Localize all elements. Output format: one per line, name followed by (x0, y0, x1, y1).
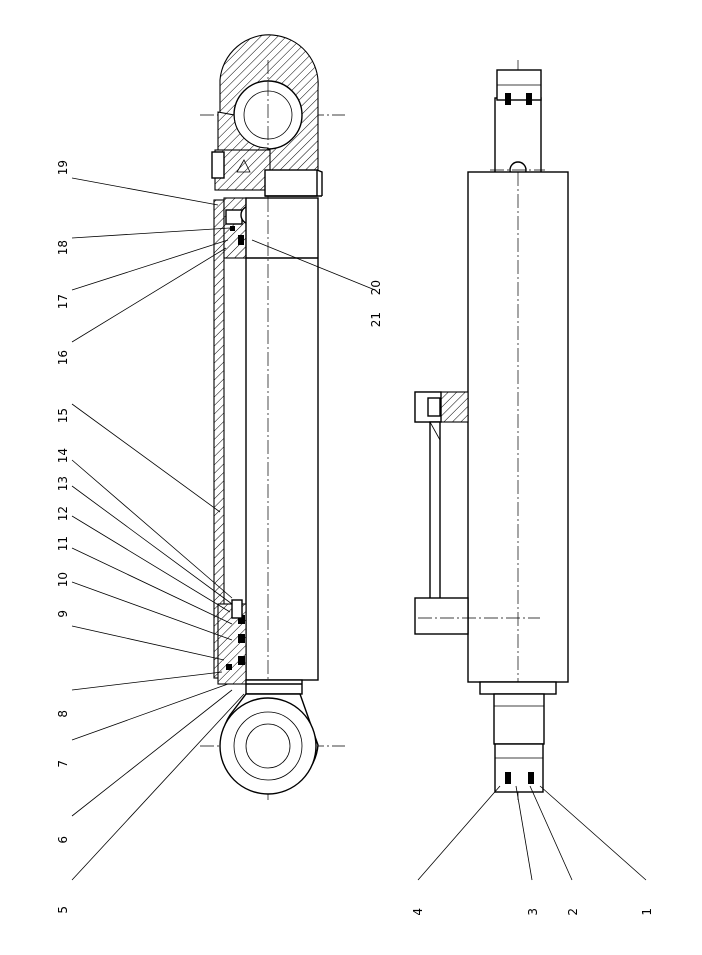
label-2: 2 (566, 908, 580, 916)
label-12: 12 (56, 506, 70, 521)
label-16: 16 (56, 350, 70, 365)
label-8: 8 (56, 710, 70, 718)
external-view (414, 60, 569, 800)
label-10: 10 (56, 572, 70, 587)
label-13: 13 (56, 476, 70, 491)
label-15: 15 (56, 408, 70, 423)
leader-lines (71, 177, 647, 881)
label-6: 6 (56, 836, 70, 844)
label-11: 11 (56, 536, 70, 551)
label-20: 20 (369, 280, 383, 295)
gland-assembly (217, 599, 247, 685)
label-7: 7 (56, 760, 70, 768)
cap-end (211, 149, 323, 197)
part-labels: 19 18 17 16 15 14 13 12 11 10 9 8 7 6 5 … (56, 160, 654, 916)
rod-external (493, 693, 545, 745)
label-4: 4 (411, 908, 425, 916)
rod-collar-external (479, 681, 557, 695)
label-17: 17 (56, 294, 70, 309)
label-19: 19 (56, 160, 70, 175)
bottom-rod-eye (219, 693, 319, 795)
side-bracket (414, 391, 540, 635)
label-3: 3 (526, 908, 540, 916)
label-21: 21 (369, 312, 383, 327)
section-view (200, 34, 345, 800)
label-18: 18 (56, 240, 70, 255)
rod-end (245, 679, 303, 695)
bottom-eye-external (494, 743, 544, 793)
label-5: 5 (56, 906, 70, 914)
label-14: 14 (56, 448, 70, 463)
label-9: 9 (56, 610, 70, 618)
cylinder-body (245, 197, 319, 681)
label-1: 1 (640, 908, 654, 916)
